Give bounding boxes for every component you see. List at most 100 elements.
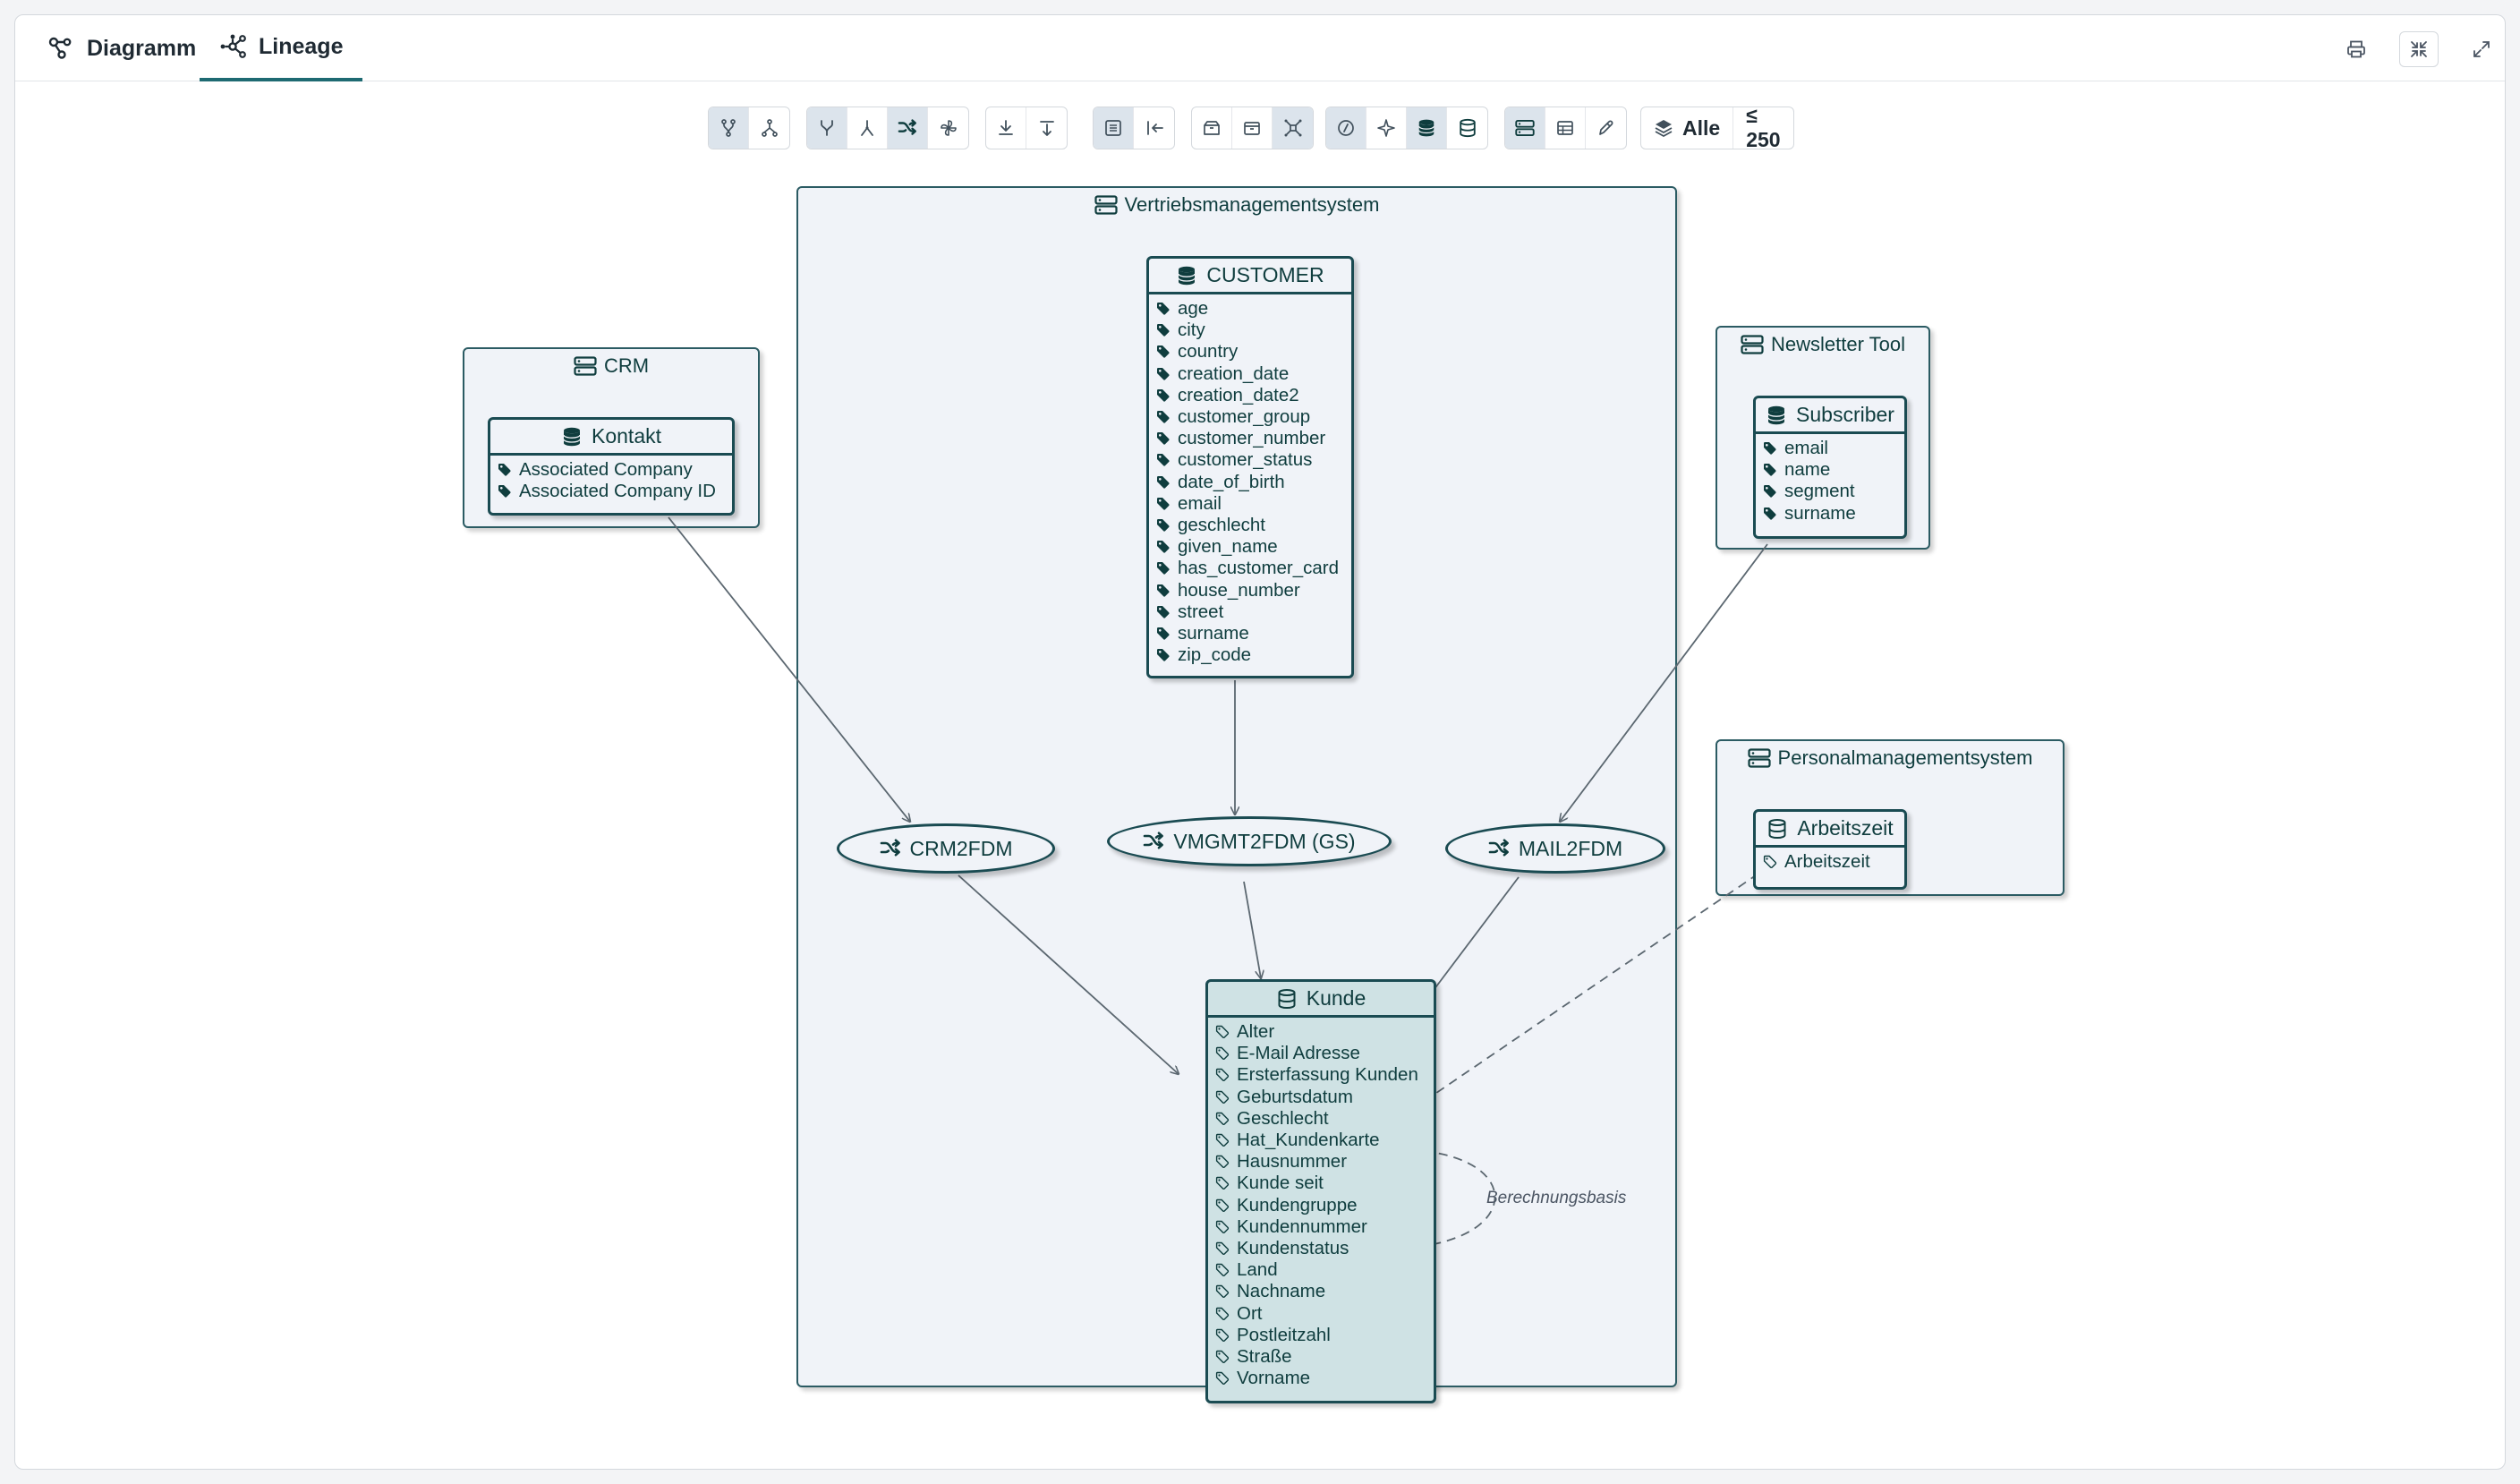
database-solid-button[interactable] [1407, 107, 1447, 149]
attribute-row[interactable]: Kundenstatus [1215, 1238, 1434, 1259]
compass-button[interactable] [1326, 107, 1366, 149]
entity-name: CUSTOMER [1206, 263, 1324, 286]
limit-filter-button[interactable]: ≤ 250 [1733, 107, 1792, 149]
attribute-row[interactable]: Geschlecht [1215, 1108, 1434, 1130]
attribute-row[interactable]: Geburtsdatum [1215, 1087, 1434, 1108]
attribute-row[interactable]: customer_status [1156, 449, 1351, 471]
show-attributes-button[interactable] [1094, 107, 1134, 149]
print-button[interactable] [2337, 31, 2376, 67]
attribute-row[interactable]: Straße [1215, 1346, 1434, 1368]
attribute-row[interactable]: date_of_birth [1156, 472, 1351, 493]
attribute-row[interactable]: Hausnummer [1215, 1151, 1434, 1173]
attribute-row[interactable]: Ort [1215, 1302, 1434, 1324]
expand-icon [2473, 41, 2490, 57]
attribute-name: segment [1784, 481, 1855, 502]
open-package-button[interactable] [1192, 107, 1232, 149]
tag-icon [1156, 561, 1171, 576]
attribute-row[interactable]: creation_date [1156, 363, 1351, 385]
attribute-row[interactable]: age [1156, 298, 1351, 320]
attribute-row[interactable]: street [1156, 601, 1351, 623]
lineage-canvas[interactable]: Vertriebsmanagementsystem CRM Newsletter… [15, 82, 2505, 1469]
attribute-row[interactable]: zip_code [1156, 644, 1351, 666]
attribute-row[interactable]: geschlecht [1156, 515, 1351, 536]
attribute-name: Land [1237, 1259, 1278, 1281]
printer-icon [2347, 40, 2365, 58]
pencil-button[interactable] [1586, 107, 1626, 149]
attribute-row[interactable]: Postleitzahl [1215, 1325, 1434, 1346]
attribute-row[interactable]: Alter [1215, 1021, 1434, 1043]
tag-icon [1156, 453, 1171, 467]
attribute-row[interactable]: given_name [1156, 536, 1351, 558]
process-vmgmt2fdm[interactable]: VMGMT2FDM (GS) [1107, 816, 1392, 866]
network-button[interactable] [1273, 107, 1313, 149]
flow-button[interactable] [928, 107, 968, 149]
attribute-row[interactable]: Arbeitszeit [1763, 851, 1904, 873]
attribute-name: Hausnummer [1237, 1151, 1348, 1173]
fullscreen-button[interactable] [2462, 31, 2501, 67]
attribute-row[interactable]: Kundennummer [1215, 1216, 1434, 1238]
database-outline-icon [1276, 988, 1298, 1010]
split-button[interactable] [847, 107, 888, 149]
attribute-row[interactable]: has_customer_card [1156, 558, 1351, 579]
tag-icon [1215, 1155, 1230, 1169]
star-button[interactable] [1366, 107, 1407, 149]
attribute-name: country [1178, 341, 1239, 362]
package-button[interactable] [1232, 107, 1273, 149]
server-view-button[interactable] [1505, 107, 1545, 149]
entity-header: CUSTOMER [1149, 259, 1351, 294]
attribute-name: geschlecht [1178, 514, 1266, 535]
attribute-row[interactable]: creation_date2 [1156, 385, 1351, 406]
limit-filter-label: ≤ 250 [1746, 107, 1781, 149]
upstream-button[interactable] [709, 107, 749, 149]
table-view-button[interactable] [1545, 107, 1586, 149]
attribute-row[interactable]: Kundengruppe [1215, 1195, 1434, 1216]
fit-view-button[interactable] [2399, 31, 2439, 67]
downstream-button[interactable] [749, 107, 789, 149]
attribute-row[interactable]: country [1156, 341, 1351, 362]
node-type-group [1325, 107, 1488, 149]
group-title-text: Vertriebsmanagementsystem [1124, 193, 1380, 216]
transform-button[interactable] [888, 107, 928, 149]
attribute-row[interactable]: Vorname [1215, 1368, 1434, 1389]
process-crm2fdm[interactable]: CRM2FDM [837, 823, 1055, 874]
attribute-row[interactable]: Kunde seit [1215, 1173, 1434, 1194]
tab-lineage[interactable]: Lineage [200, 15, 363, 81]
entity-header: Arbeitszeit [1756, 812, 1904, 848]
attribute-row[interactable]: Associated Company ID [498, 481, 732, 502]
collapse-button[interactable] [1026, 107, 1067, 149]
attribute-row[interactable]: customer_number [1156, 428, 1351, 449]
attribute-row[interactable]: Nachname [1215, 1281, 1434, 1302]
attribute-row[interactable]: Ersterfassung Kunden [1215, 1064, 1434, 1086]
layers-icon [1655, 120, 1673, 138]
tab-diagramm[interactable]: Diagramm [28, 15, 216, 81]
attribute-row[interactable]: surname [1156, 623, 1351, 644]
attribute-row[interactable]: surname [1763, 503, 1904, 525]
fork-button[interactable] [807, 107, 847, 149]
attribute-row[interactable]: E-Mail Adresse [1215, 1043, 1434, 1064]
attribute-row[interactable]: email [1763, 438, 1904, 459]
arrow-button[interactable] [1134, 107, 1174, 149]
tab-label: Lineage [259, 33, 344, 59]
attribute-row[interactable]: city [1156, 320, 1351, 341]
download-button[interactable] [986, 107, 1026, 149]
attribute-row[interactable]: name [1763, 459, 1904, 481]
process-mail2fdm[interactable]: MAIL2FDM [1445, 823, 1665, 874]
attribute-row[interactable]: Land [1215, 1259, 1434, 1281]
attribute-row[interactable]: Associated Company [498, 459, 732, 481]
entity-arbeitszeit[interactable]: Arbeitszeit Arbeitszeit [1753, 809, 1907, 890]
group-title-text: Newsletter Tool [1771, 333, 1905, 355]
tag-icon [1156, 345, 1171, 359]
attribute-row[interactable]: customer_group [1156, 406, 1351, 428]
attribute-row[interactable]: house_number [1156, 579, 1351, 601]
merge-icon [721, 119, 736, 137]
attribute-row[interactable]: email [1156, 493, 1351, 515]
attribute-name: has_customer_card [1178, 558, 1340, 579]
attribute-row[interactable]: Hat_Kundenkarte [1215, 1130, 1434, 1151]
attribute-row[interactable]: segment [1763, 481, 1904, 502]
layers-filter-button[interactable]: Alle [1641, 107, 1734, 149]
